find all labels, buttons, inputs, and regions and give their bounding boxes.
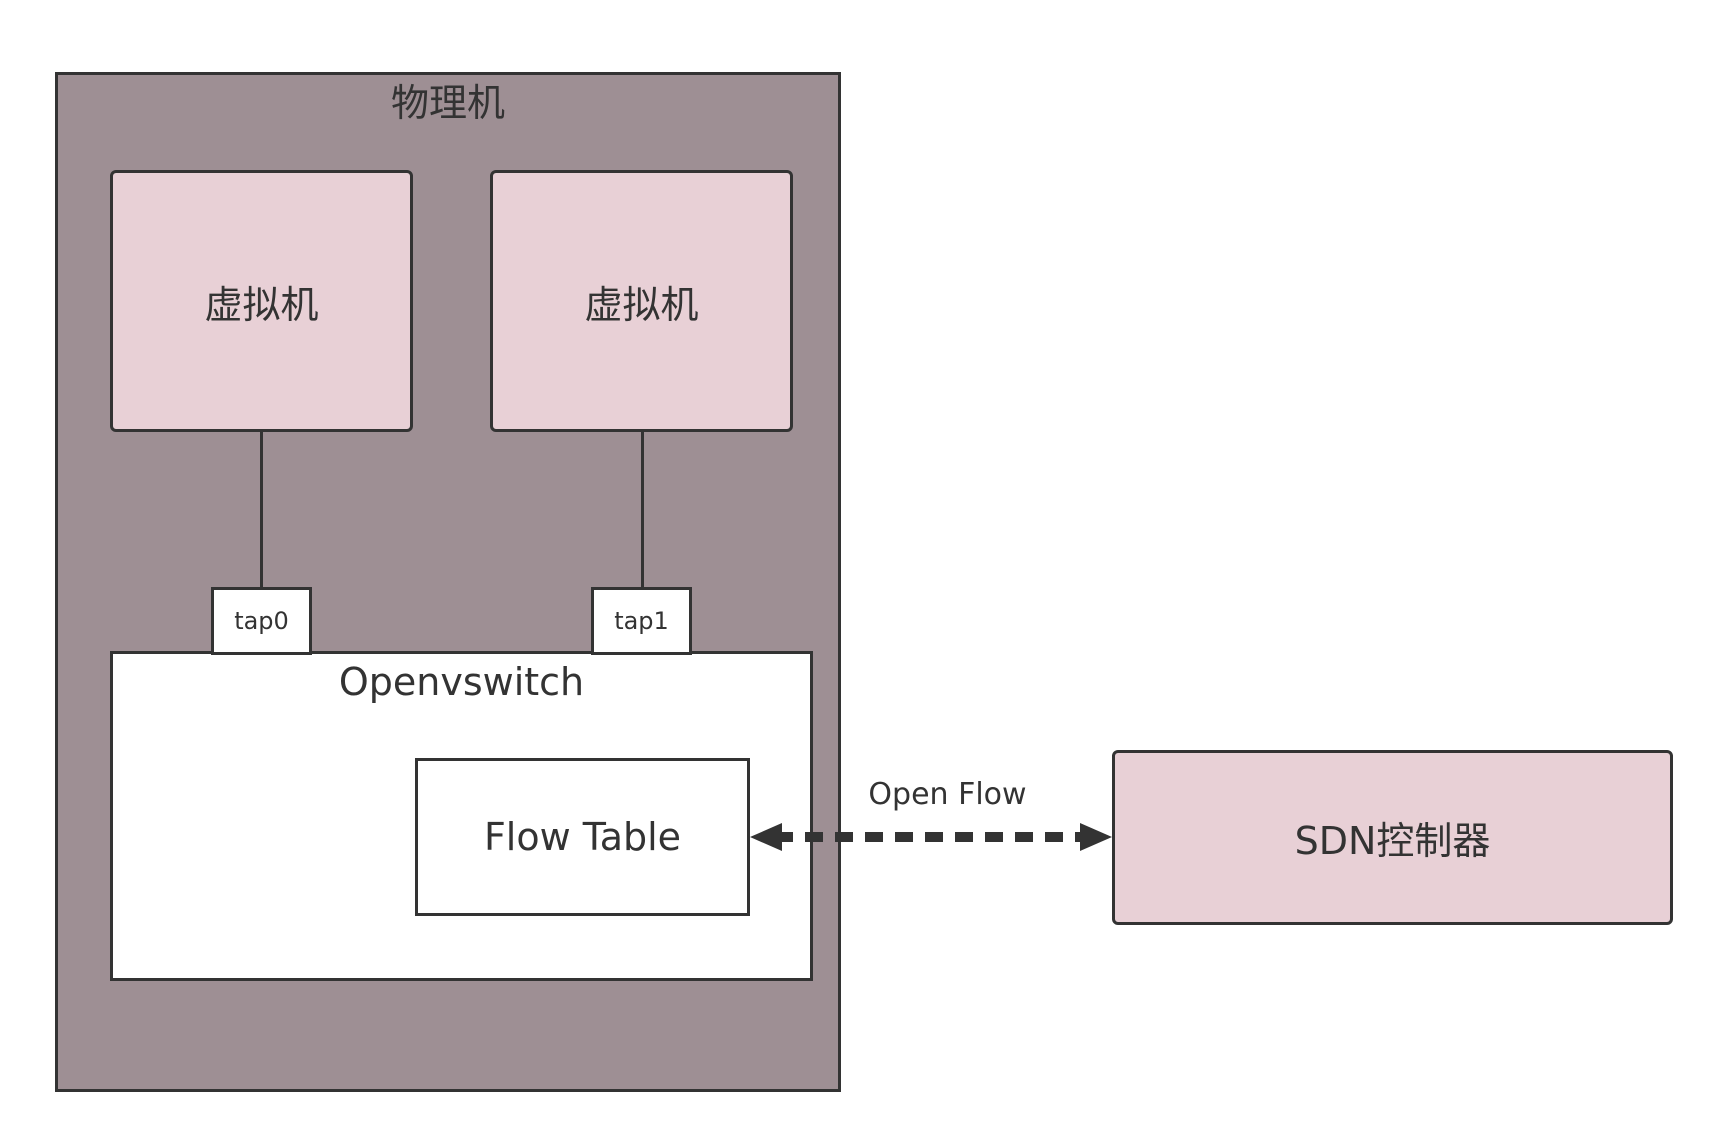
arrowhead-right-icon <box>1080 823 1112 851</box>
flow-table-box: Flow Table <box>415 758 750 916</box>
arrowhead-left-icon <box>750 823 782 851</box>
sdn-controller-label: SDN控制器 <box>1294 819 1491 863</box>
physical-machine-title: 物理机 <box>390 81 505 125</box>
flow-table-label: Flow Table <box>483 815 682 859</box>
vm1-tap0-connector <box>260 432 263 589</box>
vm-box-2: 虚拟机 <box>490 170 793 432</box>
vm-label-1: 虚拟机 <box>204 282 319 327</box>
vm-box-1: 虚拟机 <box>110 170 413 432</box>
tap1-label: tap1 <box>614 607 669 635</box>
sdn-controller-box: SDN控制器 <box>1112 750 1673 925</box>
tap0-label: tap0 <box>234 607 289 635</box>
openvswitch-title: Openvswitch <box>338 660 585 704</box>
tap1-port: tap1 <box>591 587 692 655</box>
openflow-label: Open Flow <box>868 777 1027 812</box>
vm2-tap1-connector <box>641 432 644 589</box>
tap0-port: tap0 <box>211 587 312 655</box>
vm-label-2: 虚拟机 <box>584 282 699 327</box>
